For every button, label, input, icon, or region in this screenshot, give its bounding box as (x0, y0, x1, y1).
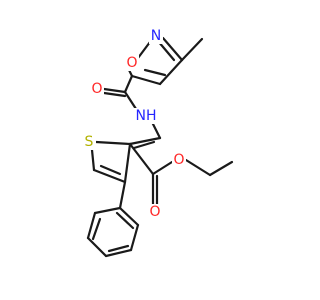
thiophene-sulfur-label: S (85, 134, 94, 150)
phenyl-double-bond (115, 211, 135, 230)
label-bg (134, 108, 158, 124)
molecule-diagram: N O O NH S O O (82, 28, 234, 258)
atom-label-layer: N O O NH S O O (82, 28, 186, 220)
phenyl-bond (129, 223, 140, 252)
label-bg (90, 81, 104, 97)
label-bg (148, 204, 162, 220)
thiophene-bond (90, 148, 96, 172)
isoxazole-bond (161, 36, 184, 62)
ester-bond (128, 142, 155, 176)
phenyl-double-bond (107, 244, 130, 253)
ester-bond (184, 158, 212, 177)
thiophene-bond (92, 168, 127, 184)
phenyl-bond (86, 211, 97, 240)
phenyl-bond (118, 180, 127, 210)
amide-oxygen-label: O (91, 81, 102, 97)
amide-nh-label: NH (136, 108, 157, 124)
phenyl-bond (93, 206, 122, 215)
thiophene-double-bond (99, 164, 122, 176)
ester-bond (151, 160, 174, 176)
ester-bond (208, 160, 234, 177)
amide-double-bond (102, 91, 127, 98)
isoxazole-nitrogen-label: N (151, 28, 161, 44)
isoxazole-double-bond (143, 68, 167, 77)
thiophene-bond (94, 140, 132, 146)
label-bg (82, 134, 96, 150)
ester-ether-oxygen-label: O (173, 152, 184, 168)
molecule-structure: N O O NH S O O (82, 28, 234, 258)
isoxazole-double-bond (156, 39, 176, 62)
isoxazole-bond (130, 74, 162, 86)
isoxazole-bond (136, 40, 152, 60)
isoxazole-oxygen-label: O (126, 55, 137, 71)
label-bg (149, 28, 163, 44)
bond-layer (86, 36, 234, 258)
amide-bond (102, 87, 127, 94)
thiophene-double-bond (132, 140, 156, 150)
phenyl-double-bond (91, 217, 102, 241)
methyl-bond (180, 37, 204, 62)
amide-bond (123, 74, 134, 94)
phenyl-bond (86, 236, 108, 258)
thiophene-bond (128, 136, 162, 146)
phenyl-bond (104, 248, 133, 258)
ester-carbonyl-oxygen-label: O (149, 204, 160, 220)
label-bg (125, 55, 139, 71)
phenyl-bond (118, 206, 140, 227)
label-bg (172, 152, 186, 168)
thiophene-bond (123, 142, 132, 184)
isoxazole-bond (158, 58, 184, 86)
